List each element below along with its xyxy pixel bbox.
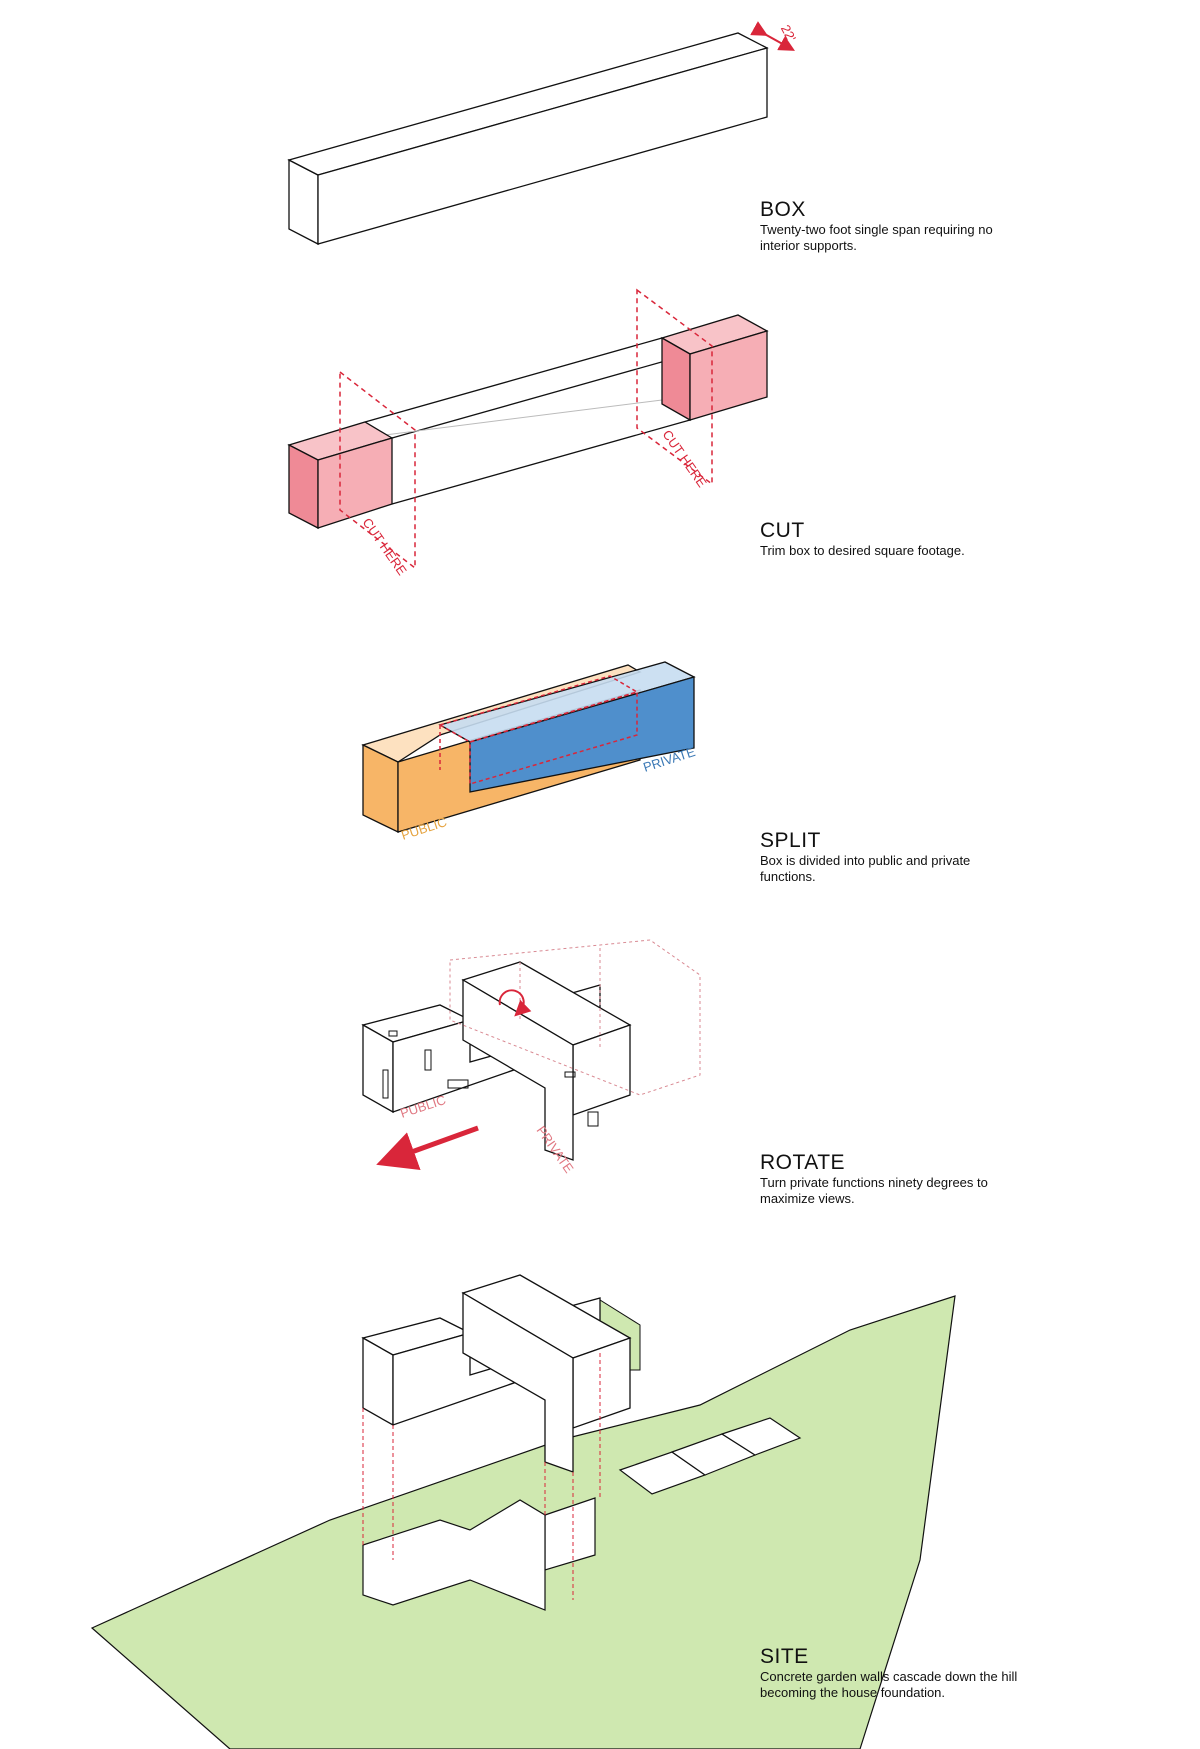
direction-arrow-icon	[376, 1125, 479, 1171]
step-title: SPLIT	[760, 829, 821, 852]
step-description: Turn private functions ninety degrees to…	[760, 1175, 988, 1206]
step-rotate: ROTATE Turn private functions ninety deg…	[760, 1151, 1160, 1207]
step-description: Concrete garden walls cascade down the h…	[760, 1669, 1018, 1700]
cut-here-label-left: CUT HERE	[360, 515, 410, 578]
step-split: SPLIT Box is divided into public and pri…	[760, 829, 1160, 885]
step-site: SITE Concrete garden walls cascade down …	[760, 1645, 1160, 1701]
box-diagram	[287, 32, 769, 246]
cut-diagram: CUT HERE CUT HERE	[287, 288, 769, 578]
step-title: ROTATE	[760, 1151, 846, 1174]
split-diagram	[361, 661, 696, 834]
cut-plane-right	[636, 288, 713, 486]
cut-plane-left	[339, 370, 416, 570]
step-box: BOX Twenty-two foot single span requirin…	[760, 198, 1160, 254]
step-title: SITE	[760, 1645, 809, 1668]
step-title: CUT	[760, 519, 805, 542]
step-title: BOX	[760, 198, 806, 221]
cut-cube-right	[660, 314, 769, 422]
rotate-arrow-icon	[498, 989, 532, 1017]
step-description: Box is divided into public and private f…	[760, 853, 971, 884]
dimension-label: 22'	[778, 22, 799, 44]
cut-here-label-right: CUT HERE	[660, 427, 710, 490]
step-cut: CUT Trim box to desired square footage.	[760, 519, 1160, 559]
step-description: Trim box to desired square footage.	[760, 543, 965, 558]
rotate-diagram	[361, 939, 701, 1161]
dimension-marker: 22'	[750, 21, 799, 51]
step-description: Twenty-two foot single span requiring no…	[760, 222, 993, 253]
site-diagram	[90, 1274, 956, 1749]
